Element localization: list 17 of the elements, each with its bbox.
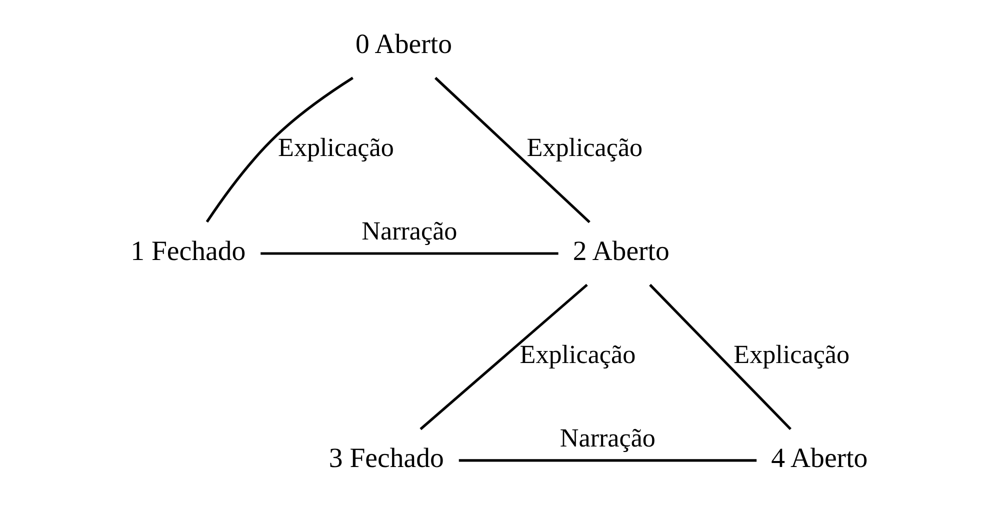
node-text: 1 Fechado	[130, 236, 246, 268]
edge-label: Explicação	[526, 133, 643, 162]
connector	[260, 252, 558, 255]
edge-label: Narração	[362, 216, 458, 246]
edge-label: Explicação	[734, 340, 850, 370]
node-text: 3 Fechado	[328, 443, 444, 474]
edge-label: Narração	[560, 424, 656, 453]
edge-label: Explicação	[278, 133, 394, 162]
node-text: 2 Aberto	[572, 236, 670, 268]
connector	[649, 284, 792, 430]
connector	[434, 76, 590, 224]
node-text: 0 Aberto	[356, 29, 452, 60]
connector	[206, 76, 354, 223]
node-text: 4 Aberto	[771, 443, 868, 474]
connector	[458, 459, 757, 462]
edge-label: Explicação	[520, 340, 636, 370]
connector	[420, 284, 588, 430]
